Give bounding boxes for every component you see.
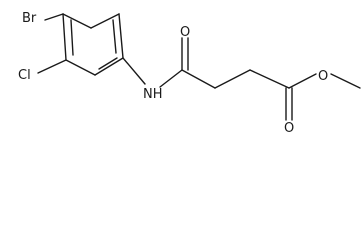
ring-bond (62, 13, 67, 61)
chlorine-label: Cl (18, 68, 31, 83)
c-c-bond (214, 69, 251, 89)
n-c-bond (159, 69, 183, 88)
benzene-ring (62, 13, 124, 76)
ring-bond (90, 13, 120, 29)
amide-oxygen-label: O (180, 25, 190, 40)
o-methyl-bond (330, 73, 361, 89)
chemical-structure-diagram: Br Cl NH O O O (18, 11, 361, 136)
ring-bond (118, 13, 124, 59)
c-cl-bond (37, 59, 67, 74)
c-br-bond (44, 13, 64, 21)
amide-nh-label: NH (143, 87, 163, 102)
ester-carbonyl-oxygen-label: O (284, 121, 294, 136)
ester-oxygen-label: O (318, 69, 328, 84)
c-c-bond (181, 69, 216, 89)
ring-double-bond (70, 19, 74, 56)
ring-bond (94, 57, 124, 76)
bromine-label: Br (22, 11, 37, 26)
c-c-bond (249, 69, 290, 89)
ester-c-o-bond (288, 73, 317, 89)
ring-bond (62, 13, 92, 29)
ring-double-bond (98, 57, 118, 70)
ring-double-bond (112, 19, 117, 54)
structure-canvas: Br Cl NH O O O (18, 11, 361, 136)
c-n-bond (122, 57, 146, 85)
ring-bond (65, 59, 96, 76)
